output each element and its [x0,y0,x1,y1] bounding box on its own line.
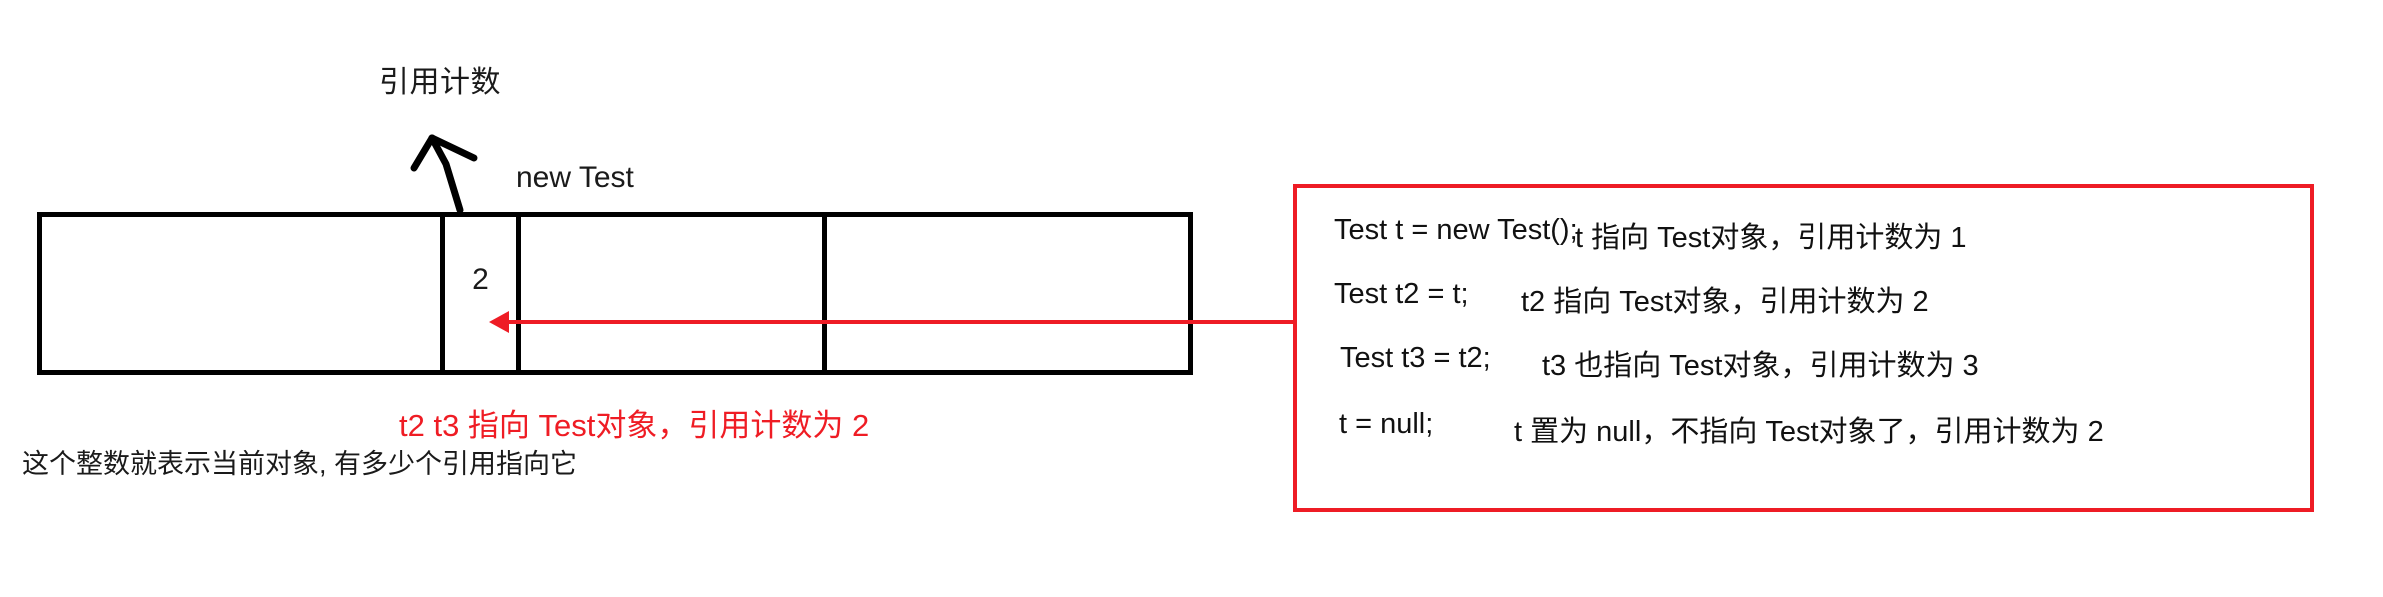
table-cell-stack-region [42,217,440,370]
table-divider-3 [822,217,827,370]
memory-table: 2 [37,212,1193,375]
table-divider-2 [516,217,521,370]
code-statement: Test t = new Test(); [1334,214,1578,246]
refcount-value: 2 [472,263,489,296]
table-cell-refcount: 2 [445,217,516,370]
code-explanation-box: Test t = new Test(); t 指向 Test对象，引用计数为 1… [1293,184,2314,512]
code-note: t 置为 null，不指向 Test对象了，引用计数为 2 [1514,416,2104,448]
code-note: t2 指向 Test对象，引用计数为 2 [1521,286,1929,318]
code-statement: t = null; [1339,408,1434,440]
code-line: Test t = new Test(); t 指向 Test对象，引用计数为 1 [1297,214,2310,254]
new-test-label: new Test [516,161,634,194]
code-statement: Test t2 = t; [1334,278,1469,310]
red-connector-line [496,320,1296,324]
refcount-pointer-arrow-icon [408,124,538,216]
red-caption-text: t2 t3 指向 Test对象，引用计数为 2 [399,408,870,443]
code-line: Test t3 = t2; t3 也指向 Test对象，引用计数为 3 [1297,342,2310,382]
code-line: t = null; t 置为 null，不指向 Test对象了，引用计数为 2 [1297,408,2310,448]
table-cell-object-region-a [521,217,822,370]
table-cell-object-region-b [827,217,1188,370]
code-note: t 指向 Test对象，引用计数为 1 [1575,222,1967,254]
table-divider-1 [440,217,445,370]
refcount-title-label: 引用计数 [379,66,501,99]
code-line: Test t2 = t; t2 指向 Test对象，引用计数为 2 [1297,278,2310,318]
code-statement: Test t3 = t2; [1340,342,1491,374]
black-caption-text: 这个整数就表示当前对象, 有多少个引用指向它 [22,449,578,479]
code-note: t3 也指向 Test对象，引用计数为 3 [1542,350,1979,382]
red-connector-arrowhead-icon [489,311,509,333]
